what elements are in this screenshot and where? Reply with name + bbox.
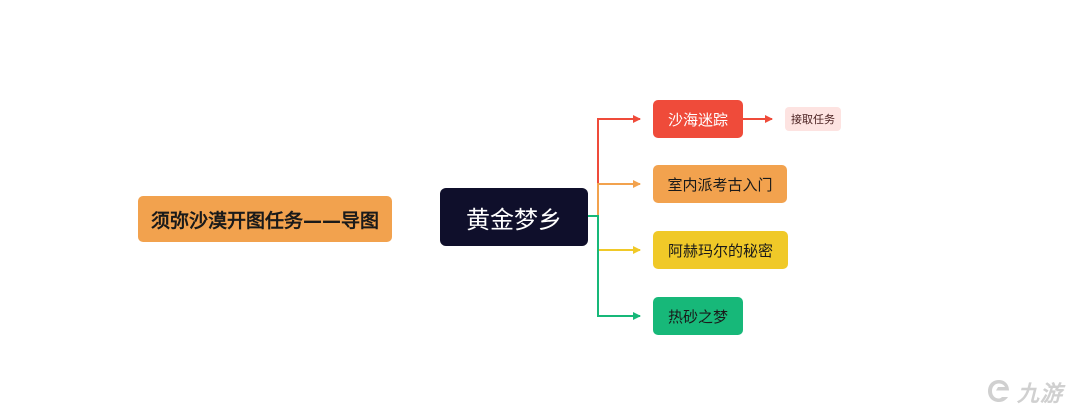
watermark-text: 九游 — [1017, 382, 1064, 407]
branch-node-shahaimizong: 沙海迷踪 — [653, 100, 743, 138]
jiuyou-logo-icon — [988, 380, 1009, 402]
connector-root-red — [588, 115, 641, 217]
connector-root-orange — [588, 180, 641, 217]
watermark-logo: 九游 — [984, 372, 1074, 412]
mindmap-title: 须弥沙漠开图任务——导图 — [138, 196, 392, 242]
connector-root-green — [588, 215, 641, 320]
branch-node-reshazhimeng: 热砂之梦 — [653, 297, 743, 335]
connector-root-yellow — [588, 215, 641, 254]
leaf-node-accept-quest: 接取任务 — [785, 107, 841, 131]
branch-node-aheimaer: 阿赫玛尔的秘密 — [653, 231, 788, 269]
root-node: 黄金梦乡 — [440, 188, 588, 246]
branch-node-kaogu: 室内派考古入门 — [653, 165, 787, 203]
